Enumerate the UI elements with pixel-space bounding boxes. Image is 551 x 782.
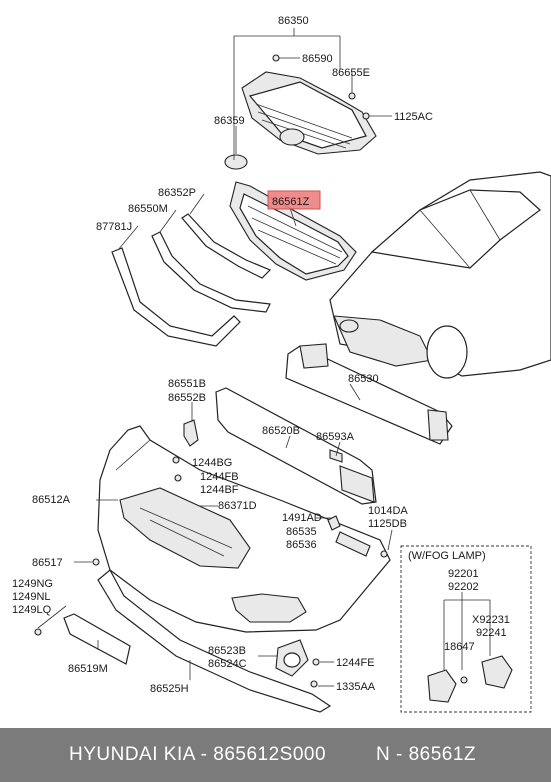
energy-absorber-86520B <box>215 387 377 505</box>
molding-87781J <box>111 247 241 347</box>
label-1244FE: 1244FE <box>336 657 375 669</box>
label-86523B: 86523B <box>208 645 246 657</box>
label-86350: 86350 <box>278 15 309 27</box>
label-1125DB: 1125DB <box>368 518 407 530</box>
footer-reference: N - 86561Z <box>376 744 477 765</box>
label-86561Z: 86561Z <box>272 196 310 208</box>
label-86535: 86535 <box>286 526 317 538</box>
emblem-86359 <box>224 154 248 170</box>
molding-86550M <box>151 231 271 313</box>
label-86517: 86517 <box>32 557 63 569</box>
label-1244BF: 1244BF <box>200 484 239 496</box>
label-86550M: 86550M <box>128 203 168 215</box>
label-92201: 92201 <box>448 568 479 580</box>
leader-lines <box>37 126 393 687</box>
label-86525H: 86525H <box>150 683 189 695</box>
upper-grille-assembly <box>241 71 377 155</box>
highlight-box <box>267 190 321 210</box>
footer-part-number: HYUNDAI KIA - 865612S000 <box>69 744 327 765</box>
label-fog-lamp: (W/FOG LAMP) <box>408 550 486 562</box>
label-86536: 86536 <box>286 539 317 551</box>
footer-bar: HYUNDAI KIA - 865612S000 N - 86561Z <box>0 728 551 782</box>
label-86520B: 86520B <box>262 425 300 437</box>
molding-86352P <box>181 213 272 279</box>
label-1244FB: 1244FB <box>200 471 239 483</box>
label-86512A: 86512A <box>32 494 71 506</box>
label-1491AD: 1491AD <box>282 512 322 524</box>
back-beam-86530 <box>285 343 453 445</box>
fog-lamp-box <box>400 545 532 713</box>
license-plate-bracket-86519M <box>63 613 131 665</box>
part-labels: 86350 86590 86655E 86359 1125AC 86352P 8… <box>12 15 510 695</box>
label-86524C: 86524C <box>208 658 247 670</box>
label-86593A: 86593A <box>316 431 355 443</box>
label-86552B: 86552B <box>168 392 206 404</box>
label-1335AA: 1335AA <box>336 681 376 693</box>
label-1125AC: 1125AC <box>394 111 433 123</box>
fog-lamp-cover-86523B <box>275 639 309 677</box>
parts-diagram: 86350 86590 86655E 86359 1125AC 86352P 8… <box>12 15 551 713</box>
label-92231: X92231 <box>472 614 510 626</box>
label-86551B: 86551B <box>168 378 206 390</box>
label-86352P: 86352P <box>158 187 196 199</box>
label-18647: 18647 <box>444 641 475 653</box>
label-87781J: 87781J <box>96 221 132 233</box>
label-1249LQ: 1249LQ <box>12 604 52 616</box>
front-bumper-cover-86512A <box>97 425 391 633</box>
fog-lamp-parts <box>427 592 513 703</box>
label-1249NL: 1249NL <box>12 591 51 603</box>
radiator-grille-86561Z <box>229 181 357 281</box>
label-1014DA: 1014DA <box>368 505 408 517</box>
vehicle-illustration <box>329 171 551 379</box>
label-1244BG: 1244BG <box>192 457 232 469</box>
label-86519M: 86519M <box>68 663 108 675</box>
label-86530: 86530 <box>348 373 379 385</box>
label-92202: 92202 <box>448 581 479 593</box>
lower-skirt-86525H <box>97 569 332 713</box>
label-92241: 92241 <box>476 627 507 639</box>
label-86590: 86590 <box>302 53 333 65</box>
label-86655E: 86655E <box>332 67 370 79</box>
label-86359: 86359 <box>214 115 245 127</box>
label-86371D: 86371D <box>218 500 257 512</box>
label-1249NG: 1249NG <box>12 578 53 590</box>
bumper-bracket-assembly <box>119 487 251 569</box>
